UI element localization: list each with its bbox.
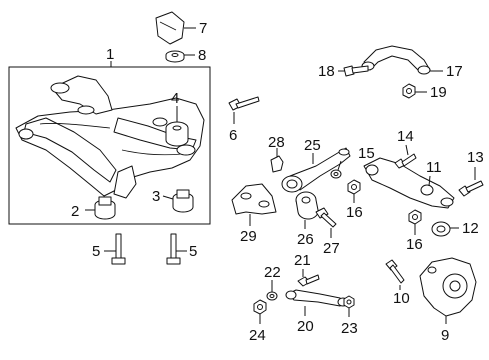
nut-19 <box>402 83 427 99</box>
callout-17: 17 <box>446 63 463 80</box>
callout-16-upper: 16 <box>346 204 363 221</box>
washer-15 <box>330 160 342 179</box>
leader-3 <box>162 195 174 200</box>
callout-15: 15 <box>358 145 375 162</box>
subframe-assembly-group <box>8 61 211 225</box>
bracket-29 <box>231 183 277 226</box>
bolt-18 <box>338 65 369 77</box>
nut-23 <box>343 295 355 317</box>
callout-11: 11 <box>426 159 442 176</box>
nut-24 <box>253 299 267 324</box>
bolt-13 <box>458 167 484 197</box>
subframe-frame-box <box>8 66 211 225</box>
callout-12: 12 <box>462 220 479 237</box>
callout-19: 19 <box>430 84 447 101</box>
callout-22: 22 <box>264 264 281 281</box>
callout-10: 10 <box>393 290 410 307</box>
callout-9: 9 <box>441 327 449 344</box>
callout-2: 2 <box>71 203 79 220</box>
leader-11 <box>428 175 431 187</box>
callout-6: 6 <box>229 127 237 144</box>
upper-arm-17 <box>361 45 443 75</box>
lower-arm-11 <box>363 157 455 209</box>
bracket-7 <box>155 11 196 45</box>
leader-14 <box>405 144 409 156</box>
callout-1: 1 <box>106 46 114 63</box>
bolt-10 <box>385 259 405 290</box>
nut-16-upper <box>347 179 361 203</box>
callout-13: 13 <box>467 149 484 166</box>
callout-24: 24 <box>249 327 266 344</box>
link-20 <box>285 289 349 316</box>
bushing-4 <box>165 121 189 147</box>
bolt-14 <box>394 144 417 169</box>
callout-20: 20 <box>297 318 314 335</box>
washer-22 <box>266 280 278 301</box>
bushing-12 <box>431 221 459 237</box>
callout-25: 25 <box>304 137 321 154</box>
callout-4: 4 <box>171 90 179 107</box>
callout-21: 21 <box>294 252 311 269</box>
subframe-crossmember <box>15 75 205 199</box>
callout-3: 3 <box>152 188 160 205</box>
bolt-6 <box>228 96 260 124</box>
callout-8: 8 <box>198 47 206 64</box>
callout-23: 23 <box>341 320 358 337</box>
bushing-26 <box>295 191 319 229</box>
bolt-27 <box>315 207 337 238</box>
nut-16-lower <box>408 209 422 235</box>
callout-29: 29 <box>240 228 257 245</box>
bolt-5-right <box>166 233 187 265</box>
bolt-5-left <box>104 233 126 265</box>
callout-14: 14 <box>397 128 414 145</box>
callout-26: 26 <box>297 231 314 248</box>
link-25 <box>281 147 351 193</box>
callout-27: 27 <box>323 240 340 257</box>
leader-15 <box>337 160 342 171</box>
callout-labels: 1 2 3 4 5 5 6 7 8 9 10 11 12 13 14 15 16… <box>71 20 484 344</box>
knuckle-9 <box>419 257 477 324</box>
mount-2 <box>94 196 116 220</box>
callout-7: 7 <box>199 20 207 37</box>
callout-5-left: 5 <box>92 243 100 260</box>
callout-16-lower: 16 <box>406 236 423 253</box>
washer-8 <box>165 50 195 63</box>
bolt-21 <box>297 269 320 287</box>
callout-18: 18 <box>318 63 335 80</box>
callout-5-right: 5 <box>189 243 197 260</box>
bracket-28 <box>270 148 284 173</box>
callout-28: 28 <box>268 134 285 151</box>
mount-3 <box>172 189 194 213</box>
